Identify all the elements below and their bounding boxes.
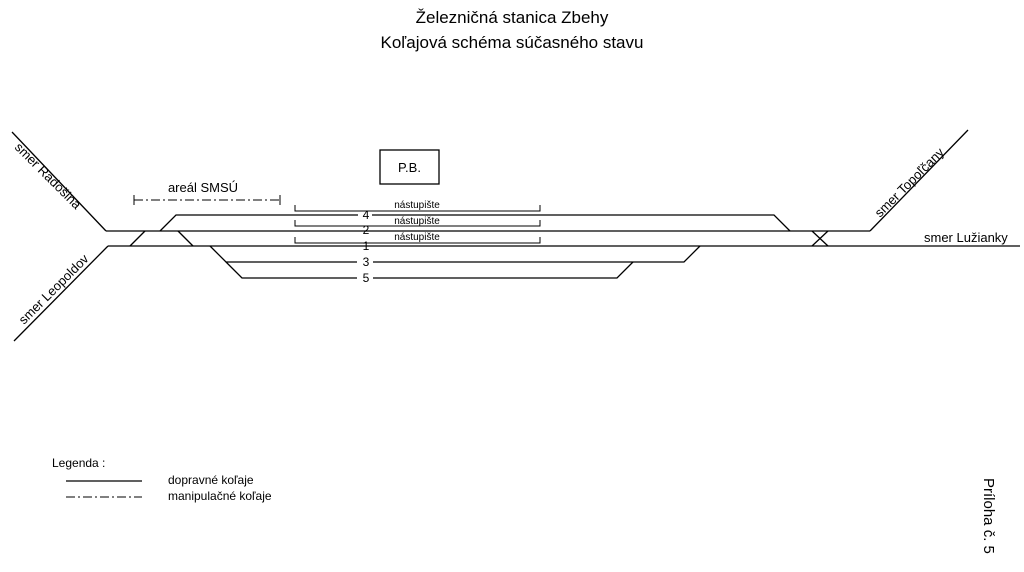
track-4 xyxy=(159,214,791,232)
legend-title: Legenda : xyxy=(52,456,105,470)
legend-item-label: dopravné koľaje xyxy=(168,473,254,487)
track-number: 1 xyxy=(363,239,370,253)
diagram-subtitle: Koľajová schéma súčasného stavu xyxy=(381,33,644,52)
direction-leopoldov: smer Leopoldov xyxy=(16,251,92,327)
diagram-title: Železničná stanica Zbehy xyxy=(416,8,609,27)
track-number: 3 xyxy=(363,255,370,269)
area-smsu-label: areál SMSÚ xyxy=(168,180,238,195)
line-topolcany xyxy=(869,129,969,232)
track-1 xyxy=(129,230,146,247)
legend-item-label: manipulačné koľaje xyxy=(168,489,272,503)
track-5 xyxy=(225,261,634,279)
platform-label: nástupište xyxy=(394,216,440,227)
platform: nástupište xyxy=(294,200,541,212)
track-number: 5 xyxy=(363,271,370,285)
direction-luzianky: smer Lužianky xyxy=(924,230,1008,245)
track-number: 4 xyxy=(363,208,370,222)
line-leopoldov xyxy=(13,245,109,342)
track-crossing xyxy=(811,230,829,247)
line-radosina xyxy=(11,131,107,232)
platform: nástupište xyxy=(294,232,541,244)
track-number: 2 xyxy=(363,223,370,237)
direction-radosina: smer Radošina xyxy=(12,140,85,213)
station-building-label: P.B. xyxy=(398,160,421,175)
platform-label: nástupište xyxy=(394,200,440,211)
track-3 xyxy=(209,245,701,263)
platform-label: nástupište xyxy=(394,232,440,243)
annex-label: Príloha č. 5 xyxy=(980,478,997,554)
direction-topolcany: smer Topoľčany xyxy=(872,144,948,220)
track-1-crossover xyxy=(177,230,194,247)
platform: nástupište xyxy=(294,216,541,227)
station-building xyxy=(379,149,440,185)
